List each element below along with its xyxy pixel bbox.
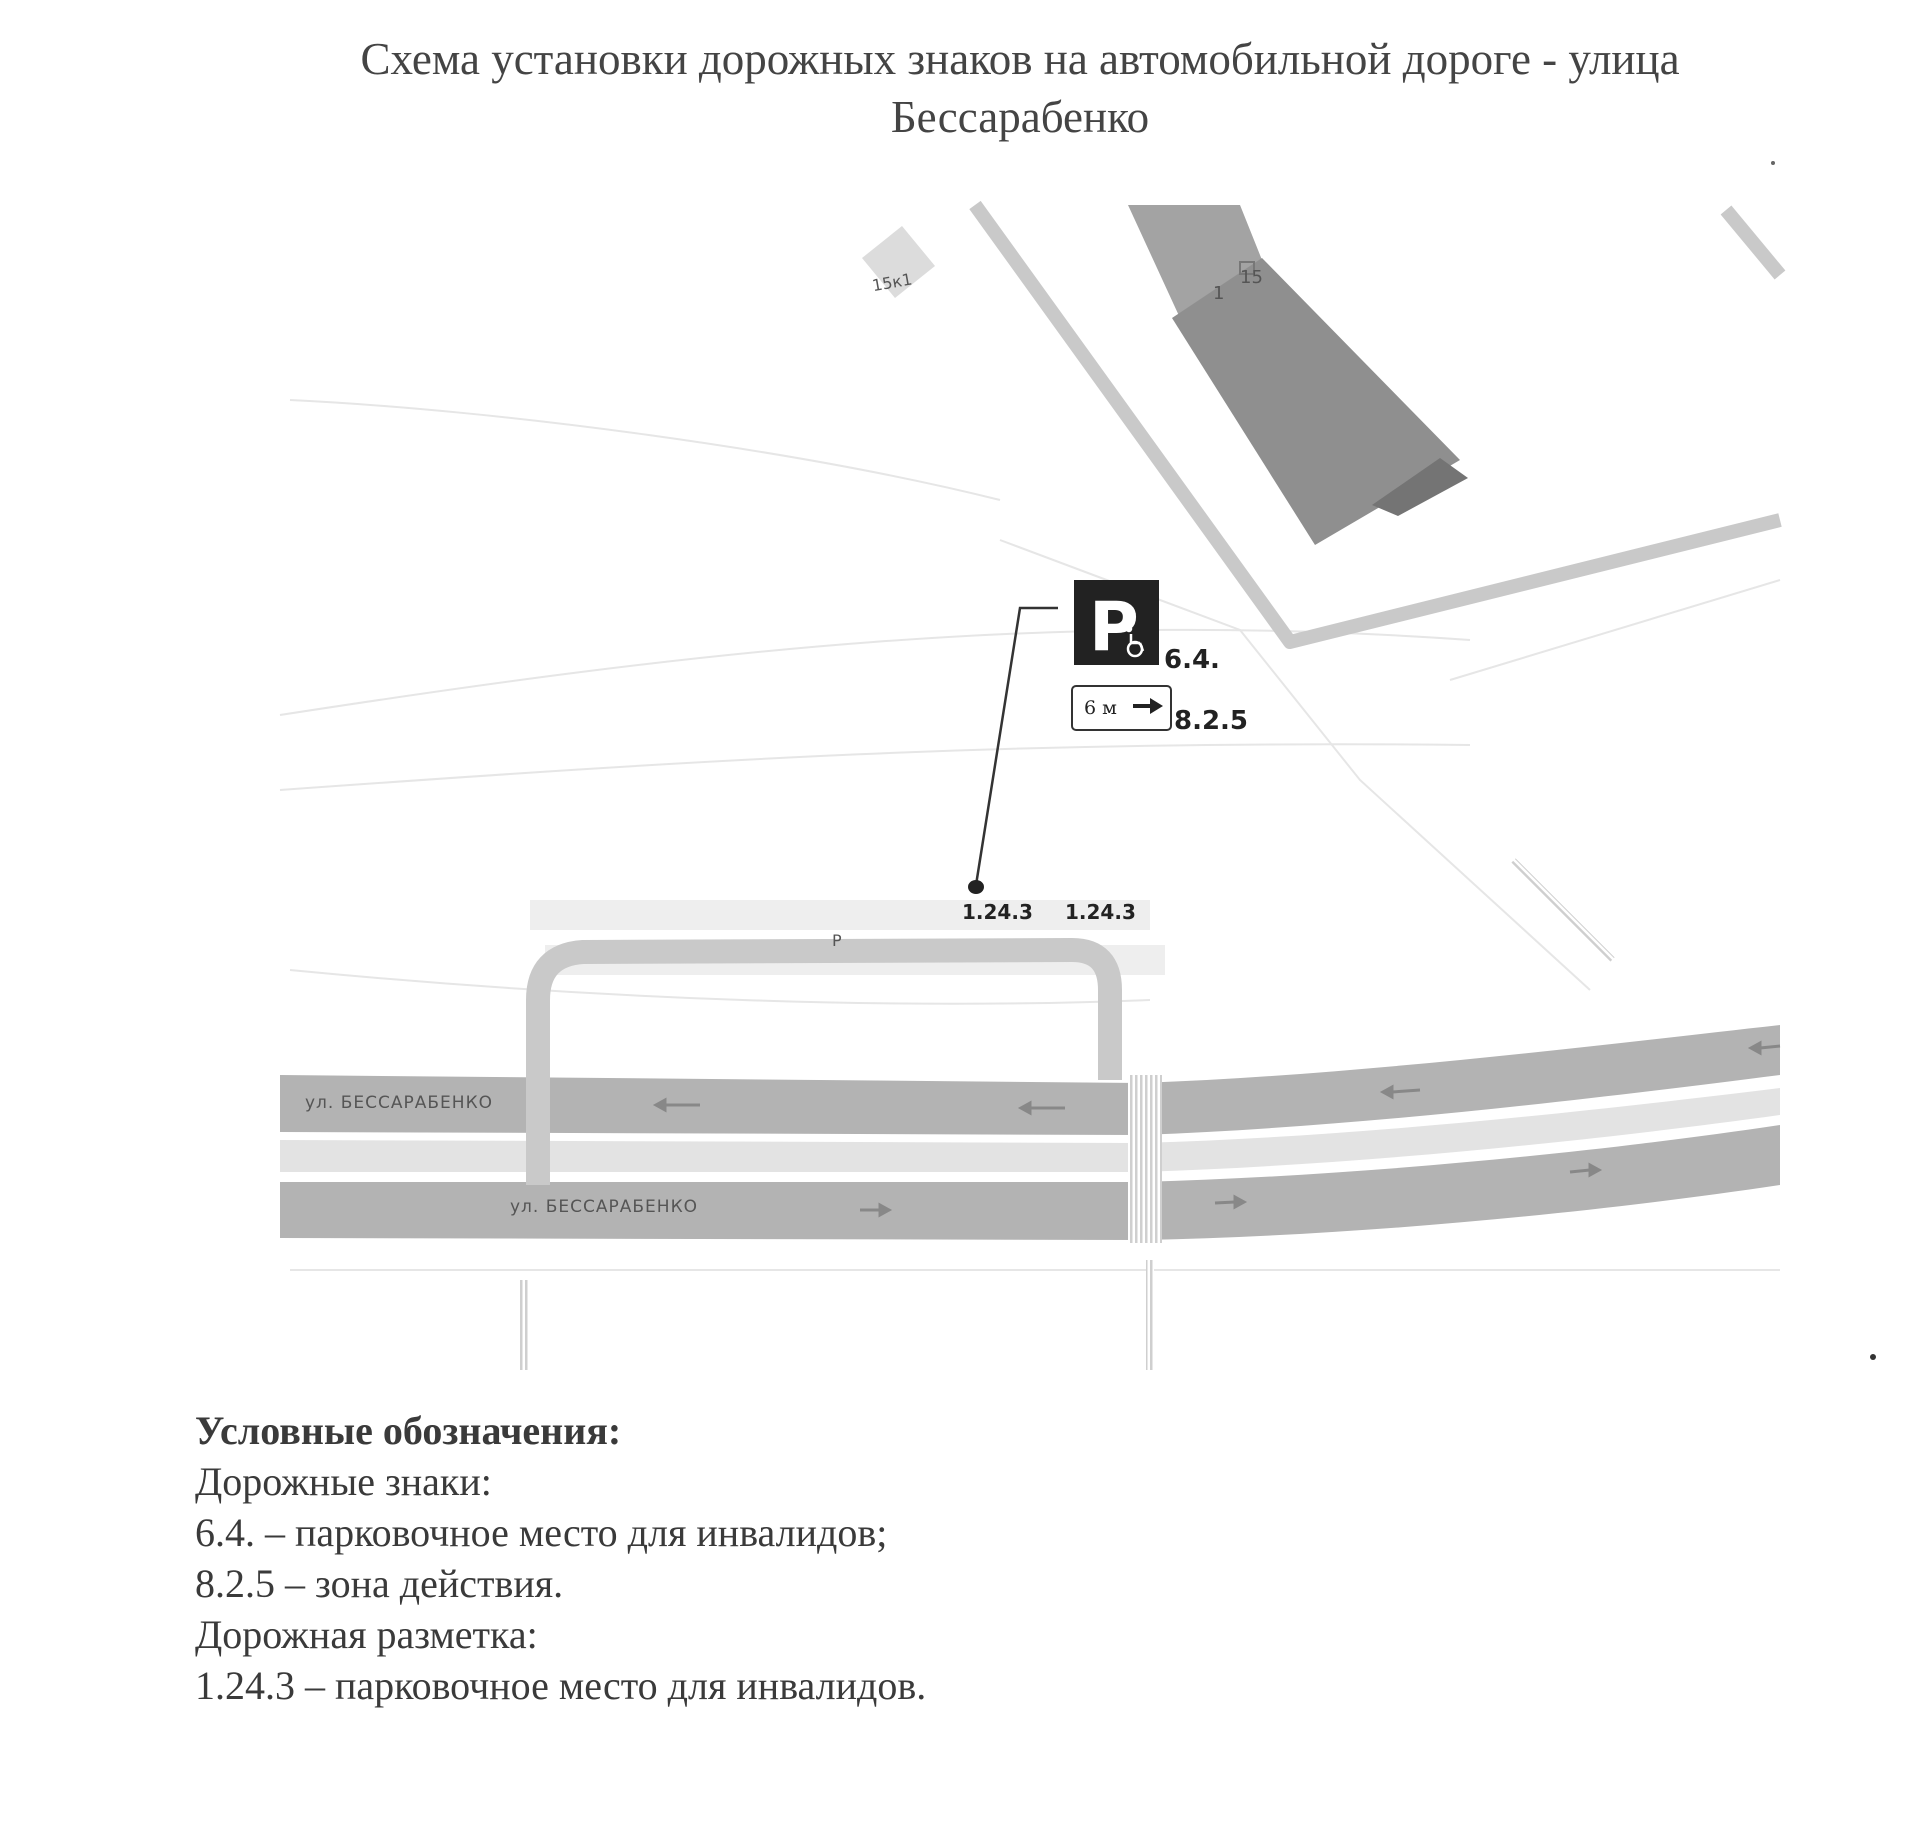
building-15k1: 15к1 — [862, 226, 935, 298]
legend: Условные обозначения: Дорожные знаки: 6.… — [195, 1405, 926, 1711]
marking-label-2: 1.24.3 — [1065, 900, 1136, 924]
sign-6-4-code: 6.4. — [1164, 645, 1220, 675]
legend-sign-8-2-5: 8.2.5 – зона действия. — [195, 1561, 564, 1606]
traffic-arrows — [652, 1040, 1781, 1218]
page-title: Схема установки дорожных знаков на автом… — [180, 30, 1860, 146]
site-map: 15к1 15 1 P ул. БЕССАРАБ — [279, 161, 1876, 1370]
diagonal-road — [969, 200, 1786, 649]
legend-signs-heading: Дорожные знаки: — [195, 1459, 492, 1504]
legend-markings-heading: Дорожная разметка: — [195, 1612, 538, 1657]
sign-6-4: P 6.4. — [1074, 580, 1220, 675]
legend-heading: Условные обозначения: — [195, 1408, 622, 1453]
building-15-label: 15 — [1240, 267, 1263, 288]
parking-letter: P — [832, 931, 842, 950]
scan-speck — [1771, 161, 1775, 165]
arrow-right-icon — [1133, 698, 1163, 714]
title-line-1: Схема установки дорожных знаков на автом… — [360, 34, 1680, 84]
legend-marking-1-24-3: 1.24.3 – парковочное место для инвалидов… — [195, 1663, 927, 1708]
pedestrian-crossing — [1128, 1075, 1162, 1243]
street-label-lower: ул. БЕССАРАБЕНКО — [510, 1197, 698, 1217]
wheelchair-icon — [1125, 625, 1145, 658]
building-15: 15 1 — [1128, 205, 1468, 545]
parking-driveway — [526, 938, 1122, 1185]
title-line-2: Бессарабенко — [890, 92, 1150, 142]
sign-location-dot — [968, 880, 984, 894]
sidewalk-hatch-left — [520, 1280, 528, 1370]
sidewalk-hatch-diagonal — [1511, 858, 1615, 962]
sign-8-2-5: 6 м 8.2.5 — [1071, 685, 1248, 736]
faint-lines — [279, 399, 1781, 1271]
road-lower-carriageway — [280, 1125, 1780, 1240]
road-upper-carriageway — [280, 1025, 1780, 1135]
legend-sign-6-4: 6.4. – парковочное место для инвалидов; — [195, 1510, 888, 1555]
sign-8-2-5-text: 6 м — [1084, 697, 1117, 719]
building-15-entrance-label: 1 — [1213, 283, 1224, 304]
entrance-icon — [1239, 261, 1255, 275]
sign-8-2-5-code: 8.2.5 — [1174, 706, 1248, 736]
road-median — [280, 1088, 1780, 1172]
sidewalk-hatch-right — [1146, 1260, 1154, 1370]
street-label-upper: ул. БЕССАРАБЕНКО — [305, 1093, 493, 1113]
scan-speck — [1870, 1354, 1876, 1360]
marking-label-1: 1.24.3 — [962, 900, 1033, 924]
sign-leader-line — [974, 606, 1058, 886]
